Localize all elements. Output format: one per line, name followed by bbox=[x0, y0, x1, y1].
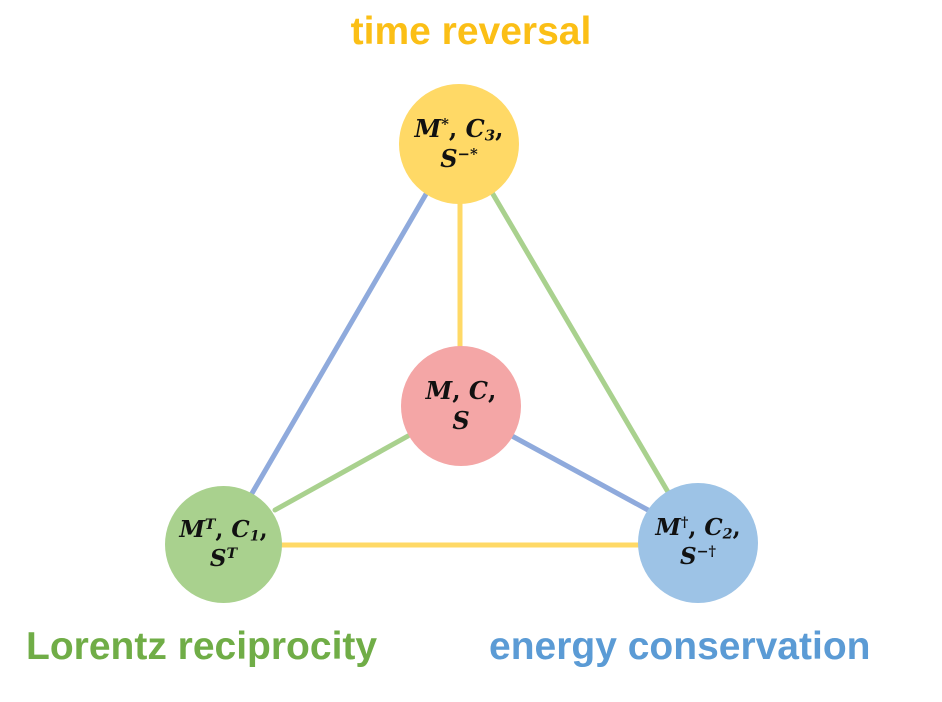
separator: , bbox=[448, 114, 458, 143]
subscript-c: 2 bbox=[722, 526, 733, 543]
separator: , bbox=[488, 376, 497, 405]
edge-center-left bbox=[272, 433, 411, 513]
symbol-c: C bbox=[704, 514, 723, 542]
separator: , bbox=[495, 114, 504, 143]
separator: , bbox=[215, 515, 224, 543]
node-original: M, C, S bbox=[401, 346, 521, 466]
symbol-m: M bbox=[655, 514, 681, 542]
label-energy-conservation: energy conservation bbox=[489, 625, 871, 668]
superscript-s: −† bbox=[696, 544, 717, 561]
edge-top-left bbox=[248, 179, 436, 498]
node-right-line-1: M†, C2, bbox=[655, 514, 740, 543]
node-right-line-2: S−† bbox=[680, 543, 716, 572]
node-top-line-2: S−* bbox=[440, 144, 478, 174]
node-top-line-1: M*, C3, bbox=[415, 114, 504, 144]
label-lorentz-reciprocity: Lorentz reciprocity bbox=[26, 625, 378, 668]
node-center-line-1: M, C, bbox=[426, 376, 497, 406]
superscript-m: † bbox=[680, 515, 689, 532]
symbol-s: S bbox=[679, 543, 697, 570]
separator: , bbox=[452, 376, 461, 405]
symbol-c: C bbox=[465, 114, 485, 143]
separator: , bbox=[688, 514, 697, 542]
superscript-m: T bbox=[204, 516, 216, 533]
node-left-line-1: MT, C1, bbox=[179, 516, 267, 545]
symbol-c: C bbox=[231, 515, 250, 543]
node-center-line-2: S bbox=[452, 406, 469, 436]
superscript-s: −* bbox=[457, 144, 478, 163]
edge-center-right bbox=[509, 433, 651, 513]
symbol-m: M bbox=[414, 114, 442, 143]
symbol-m: M bbox=[179, 515, 205, 543]
symbol-m: M bbox=[425, 376, 453, 405]
symbol-s: S bbox=[209, 544, 227, 572]
superscript-m: * bbox=[441, 114, 449, 133]
subscript-c: 3 bbox=[484, 126, 496, 145]
symbol-c: C bbox=[468, 376, 489, 405]
node-conjugate-transpose: M†, C2, S−† bbox=[638, 483, 758, 603]
subscript-c: 1 bbox=[249, 528, 260, 545]
label-time-reversal: time reversal bbox=[350, 10, 592, 53]
superscript-s: T bbox=[226, 545, 238, 562]
separator: , bbox=[259, 515, 268, 543]
node-time-reversed: M*, C3, S−* bbox=[399, 84, 519, 204]
edge-top-right bbox=[484, 181, 671, 495]
symbol-s: S bbox=[452, 406, 470, 435]
node-transpose: MT, C1, ST bbox=[165, 486, 282, 603]
symbol-s: S bbox=[440, 144, 458, 173]
separator: , bbox=[732, 514, 741, 542]
node-left-line-2: ST bbox=[210, 545, 237, 574]
